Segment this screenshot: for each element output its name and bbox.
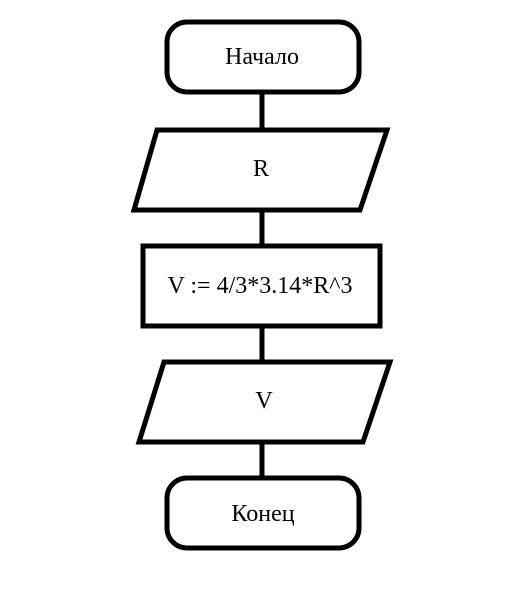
input-block-shape bbox=[130, 127, 391, 213]
start-terminator-label: Начало bbox=[225, 44, 299, 70]
output-block-label: V bbox=[255, 388, 273, 414]
start-terminator: Начало bbox=[164, 19, 362, 95]
process-block-shape bbox=[140, 243, 383, 329]
input-block: R bbox=[130, 127, 391, 213]
end-terminator-shape bbox=[164, 475, 362, 551]
process-block-label: V := 4/3*3.14*R^3 bbox=[167, 273, 352, 299]
end-terminator-label: Конец bbox=[231, 501, 294, 527]
output-block: V bbox=[135, 359, 394, 445]
process-block: V := 4/3*3.14*R^3 bbox=[140, 243, 383, 329]
input-block-label: R bbox=[253, 156, 269, 182]
end-terminator: Конец bbox=[164, 475, 362, 551]
start-terminator-shape bbox=[164, 19, 362, 95]
output-block-shape bbox=[135, 359, 394, 445]
